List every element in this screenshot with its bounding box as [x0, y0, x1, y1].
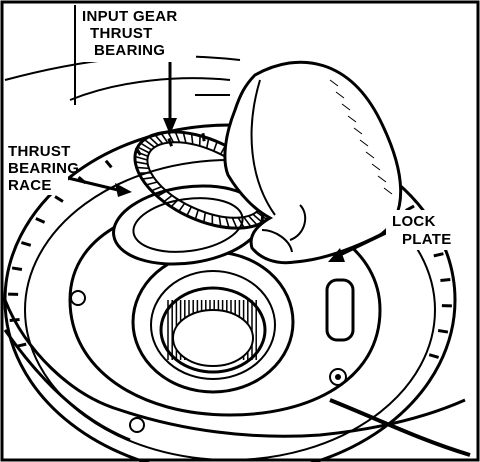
bearing-roller: [252, 213, 263, 224]
bearing-roller: [190, 133, 194, 145]
shade-stroke: [347, 115, 357, 123]
gear-tooth: [440, 278, 451, 282]
gear-tooth: [104, 159, 113, 169]
bearing-roller: [146, 181, 158, 186]
gear-tooth: [20, 241, 32, 247]
bearing-roller: [136, 166, 149, 170]
bearing-roller: [178, 202, 186, 212]
label-bg: [6, 140, 68, 195]
bearing-roller: [167, 131, 175, 143]
bearing-roller: [156, 190, 168, 198]
arrowhead: [328, 248, 345, 262]
bolt-hole: [129, 417, 145, 433]
shade-stroke: [377, 175, 387, 183]
bearing-roller: [218, 216, 222, 227]
gear-tooth: [428, 353, 440, 359]
bearing-roller: [243, 216, 252, 228]
shade-stroke: [329, 79, 339, 87]
bearing-roller: [186, 206, 193, 217]
label-bg: [386, 210, 458, 250]
casting-rib: [329, 398, 471, 457]
bearing-roller: [137, 146, 150, 154]
bearing-bore: [172, 309, 254, 367]
thrust-bearing-race-label: THRUST BEARING RACE: [8, 143, 84, 194]
bearing-roller: [140, 142, 152, 151]
bearing-roller: [170, 198, 179, 208]
bearing-roller: [237, 217, 245, 229]
input-gear-label: INPUT GEAR THRUST BEARING: [82, 8, 182, 59]
bearing-roller: [135, 150, 149, 158]
race-leader: [67, 176, 119, 192]
bearing-roller: [174, 131, 181, 143]
lock-plate-slot: [325, 278, 355, 342]
bearing-roller: [231, 217, 238, 229]
bearing-roller: [141, 176, 154, 180]
shade-stroke: [371, 163, 381, 171]
lock-plate-label: LOCK PLATE: [392, 213, 452, 248]
bearing-roller: [182, 132, 187, 144]
bearing-roller: [153, 133, 164, 145]
label-bg: [78, 6, 196, 62]
gear-tooth: [35, 217, 46, 224]
gear-tooth: [11, 266, 23, 271]
shade-stroke: [359, 139, 369, 147]
bearing-roller: [225, 216, 230, 229]
arrowhead: [115, 183, 132, 197]
bearing-roller: [203, 212, 207, 223]
finger-line: [250, 79, 276, 216]
gear-tooth: [437, 329, 449, 334]
lower-casting-edge: [3, 329, 131, 442]
leader-lines: [67, 40, 389, 262]
shade-stroke: [365, 151, 375, 159]
bolt-center: [335, 374, 341, 380]
bearing-roller: [255, 211, 268, 221]
bearing-roller: [148, 136, 159, 146]
bearing-roller: [194, 209, 200, 220]
bearing-roller: [135, 161, 148, 165]
shade-stroke: [383, 187, 393, 195]
shade-stroke: [353, 127, 363, 135]
bearing-roller: [160, 132, 169, 144]
thumb-line: [261, 229, 293, 253]
knuckle-line: [289, 204, 307, 241]
bearing-roller: [248, 215, 258, 226]
hand: [223, 60, 403, 265]
bolt-hole: [70, 290, 86, 306]
housing-inner-edge: [69, 77, 231, 101]
bearing-roller: [143, 138, 155, 148]
bolt-hole: [329, 368, 347, 386]
shade-stroke: [341, 103, 351, 111]
gear-tooth: [433, 252, 444, 258]
hand-shading: [329, 79, 393, 195]
bearing-roller: [163, 194, 173, 203]
lock-plate-leader: [339, 230, 389, 257]
arrowhead: [163, 118, 177, 135]
gear-tooth: [54, 195, 64, 203]
shade-stroke: [335, 91, 345, 99]
bearing-roller: [151, 185, 163, 192]
bearing-roller: [205, 138, 210, 149]
bearing-roller: [212, 141, 218, 152]
bearing-roller: [134, 155, 148, 161]
gear-tooth: [405, 204, 415, 212]
